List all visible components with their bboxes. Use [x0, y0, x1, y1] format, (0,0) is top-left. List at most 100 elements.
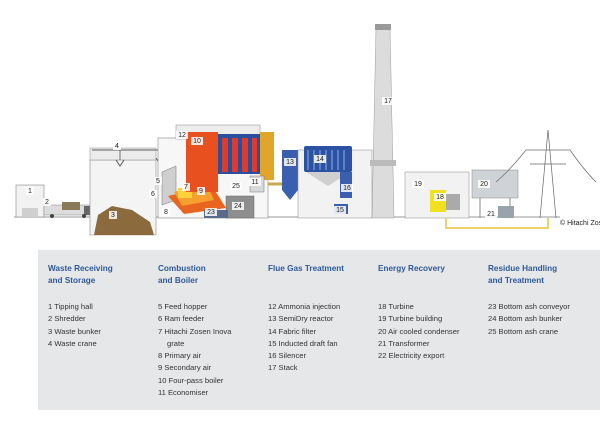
legend-column: Waste Receiving and Storage 1 Tipping hall… — [48, 263, 113, 350]
callout-19: 19 — [414, 181, 422, 188]
legend-heading: Flue Gas Treatment — [268, 263, 344, 287]
callout-1: 1 — [28, 188, 32, 195]
legend-item: 14 Fabric filter — [268, 326, 317, 336]
callout-23: 23 — [207, 209, 215, 216]
legend-item: 9 Secondary air — [158, 363, 212, 373]
legend-heading: Waste Receiving and Storage — [48, 263, 113, 287]
callout-18: 18 — [436, 194, 444, 201]
legend-item: 24 Bottom ash bunker — [488, 314, 563, 324]
callout-10: 10 — [193, 138, 201, 145]
legend-items: 23 Bottom ash conveyor 24 Bottom ash bunk… — [488, 301, 570, 338]
callout-21: 21 — [487, 211, 495, 218]
callout-14: 14 — [316, 156, 324, 163]
grate — [161, 165, 226, 214]
callout-12: 12 — [178, 132, 186, 139]
legend-item: 19 Turbine building — [378, 314, 443, 324]
callout-24: 24 — [234, 203, 242, 210]
callout-bg — [109, 211, 117, 219]
legend-heading-line: Flue Gas Treatment — [268, 264, 344, 273]
callout-bg — [341, 184, 353, 192]
legend-heading-line: Combustion — [158, 264, 206, 273]
legend-heading-spacer — [268, 275, 344, 287]
callout-bg — [249, 178, 261, 186]
legend-heading-spacer — [378, 275, 459, 287]
callout-bg — [149, 190, 157, 198]
stack — [370, 24, 396, 219]
callout-bg — [197, 187, 205, 195]
electricity-pylon — [495, 129, 597, 219]
callout-bg — [230, 182, 242, 190]
four-pass-boiler — [186, 132, 274, 192]
legend-item: 20 Air cooled condenser — [378, 326, 460, 336]
callout-bg — [334, 206, 346, 214]
callout-bg — [478, 180, 490, 188]
legend-item: 23 Bottom ash conveyor — [488, 302, 570, 311]
legend-item: 3 Waste bunker — [48, 326, 101, 336]
semidry-reactor — [282, 150, 298, 200]
callout-bg — [162, 208, 170, 216]
waste-bunker — [89, 147, 157, 236]
callout-4: 4 — [115, 143, 119, 150]
callout-3: 3 — [111, 212, 115, 219]
callout-2: 2 — [45, 199, 49, 206]
callout-bg — [191, 137, 203, 145]
legend-item: 12 Ammonia injection — [268, 302, 341, 311]
legend-items: 1 Tipping hall 2 Shredder 3 Waste bunker 4 … — [48, 301, 113, 350]
callout-bg — [176, 131, 188, 139]
legend-item: 1 Tipping hall — [48, 302, 93, 311]
callout-16: 16 — [343, 185, 351, 192]
callout-bg — [232, 202, 244, 210]
legend-item: 17 Stack — [268, 363, 298, 373]
legend-item: 4 Waste crane — [48, 338, 97, 348]
copyright-text: © Hitachi Zosen INOVA — [560, 219, 600, 227]
legend-item: 22 Electricity export — [378, 351, 445, 361]
callout-bg — [154, 177, 162, 185]
callout-13: 13 — [286, 159, 294, 166]
legend-item: 8 Primary air — [158, 351, 202, 361]
callout-bg — [412, 180, 424, 188]
callout-bg — [26, 187, 34, 195]
transformer — [498, 206, 514, 218]
callout-11: 11 — [251, 179, 258, 186]
callout-bg — [434, 193, 446, 201]
shredder — [43, 202, 94, 218]
legend-items: 12 Ammonia injection 13 SemiDry reactor 14… — [268, 301, 344, 375]
callout-15: 15 — [336, 207, 344, 214]
callout-bg — [485, 210, 497, 218]
legend-item: 6 Ram feeder — [158, 314, 205, 324]
callout-20: 20 — [480, 181, 488, 188]
callout-7: 7 — [184, 184, 188, 191]
legend-heading: Energy Recovery — [378, 263, 459, 287]
callout-bg — [314, 155, 326, 163]
callout-8: 8 — [164, 209, 168, 216]
callout-9: 9 — [199, 188, 203, 195]
callout-5: 5 — [156, 178, 160, 185]
legend-item: grate — [167, 338, 185, 348]
legend-heading-line: Energy Recovery — [378, 264, 445, 273]
legend-item: 2 Shredder — [48, 314, 86, 324]
legend-heading-line: and Storage — [48, 276, 96, 285]
legend-item: 11 Economiser — [158, 388, 209, 398]
legend-item: 16 Silencer — [268, 351, 306, 361]
callout-bg — [43, 198, 51, 206]
legend-item: 5 Feed hopper — [158, 302, 208, 311]
legend-heading-line: and Treatment — [488, 276, 544, 285]
callout-bg — [182, 183, 190, 191]
legend-item: 13 SemiDry reactor — [268, 314, 334, 324]
legend-heading-line: Waste Receiving — [48, 264, 113, 273]
callout-bg — [205, 208, 217, 216]
callout-bg — [382, 97, 394, 105]
legend-item: 10 Four-pass boiler — [158, 375, 224, 385]
legend-item: 7 Hitachi Zosen Inova — [158, 326, 232, 336]
legend-item: 25 Bottom ash crane — [488, 326, 559, 336]
callout-6: 6 — [151, 191, 155, 198]
